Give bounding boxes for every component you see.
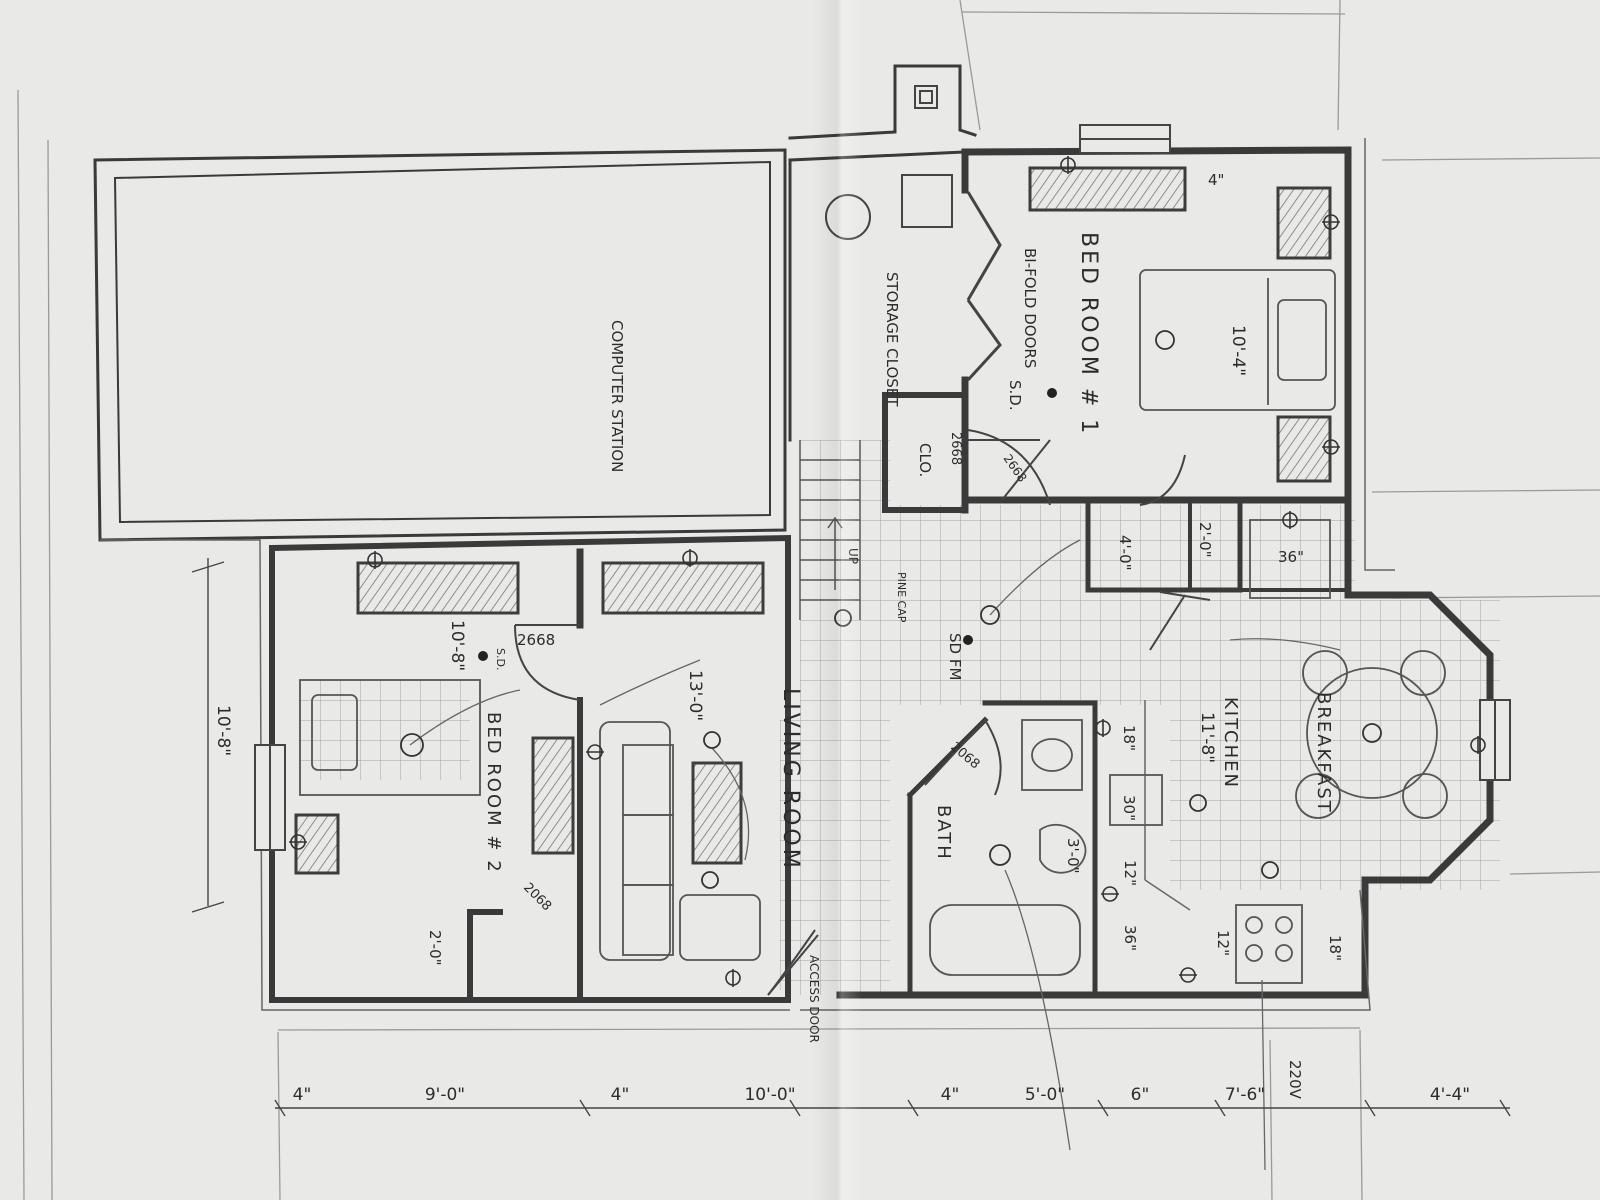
sheet-guides <box>17 0 1600 1200</box>
bottom-dimension-label: 4" <box>611 1085 630 1105</box>
dim-kitchen-size: 11'-8" <box>1197 712 1217 763</box>
label-door-2668-a: 2668 <box>517 631 555 649</box>
smoke-detector-icon <box>963 635 973 645</box>
outlet-icon <box>367 551 383 569</box>
outlet-icon <box>1060 156 1076 174</box>
label-voltage: 220V <box>1286 1060 1304 1100</box>
ceiling-light-icon <box>1189 794 1207 812</box>
bottom-dimension-label: 9'-0" <box>425 1085 465 1105</box>
outlet-icon <box>289 834 307 850</box>
bottom-dimension-label: 4" <box>941 1085 960 1105</box>
walls <box>93 64 1494 1003</box>
dim-36-b: 36" <box>1121 925 1139 951</box>
bottom-dimension-label: 5'-0" <box>1025 1085 1065 1105</box>
ceiling-light-icon <box>1261 861 1279 879</box>
label-door-2068-a: 2068 <box>520 880 554 914</box>
smoke-detector-icon <box>478 651 488 661</box>
ceiling-light-icon <box>989 844 1011 866</box>
room-label-bedroom-2: BED ROOM # 2 <box>483 712 504 874</box>
outlet-icon <box>1101 886 1119 902</box>
stairs <box>799 440 861 620</box>
room-label-bath: BATH <box>933 805 954 861</box>
bottom-dimension-label: 7'-6" <box>1225 1085 1265 1105</box>
ceiling-light-icons <box>400 330 1382 889</box>
ceiling-light-icon <box>400 733 424 757</box>
dim-living-depth: 13'-0" <box>685 670 705 721</box>
dim-12-a: 12" <box>1121 860 1139 886</box>
dim-closet-4-0: 4'-0" <box>1116 535 1134 571</box>
smoke-detector-icon <box>1047 388 1057 398</box>
chimney <box>825 85 953 240</box>
label-bifold-doors: BI-FOLD DOORS <box>1021 248 1039 368</box>
bottom-dimension-label: 4'-4" <box>1430 1085 1470 1105</box>
outlet-icons <box>289 156 1486 987</box>
dim-12-b: 12" <box>1214 930 1232 956</box>
room-label-storage-closet: STORAGE CLOSET <box>883 272 901 407</box>
label-door-2668-c: 2668 <box>1001 452 1030 485</box>
label-access-door: ACCESS DOOR <box>807 955 821 1043</box>
label-stairs-up: UP <box>846 548 860 564</box>
dim-18-b: 18" <box>1326 935 1344 961</box>
outlet-icon <box>586 744 604 760</box>
outlet-icon <box>1470 736 1486 754</box>
windows <box>254 124 1511 851</box>
ceiling-light-icon <box>980 605 1000 625</box>
dim-wall-4: 4" <box>1208 171 1224 189</box>
bottom-dimension-label: 6" <box>1131 1085 1150 1105</box>
outlet-icon <box>1282 511 1298 529</box>
dim-bedroom2-depth: 10'-8" <box>447 620 467 671</box>
bottom-dimension-label: 4" <box>293 1085 312 1105</box>
outlet-icon <box>1179 967 1197 983</box>
dim-30: 30" <box>1120 795 1138 821</box>
outlet-icon <box>682 549 698 567</box>
furniture-outline <box>299 269 1448 984</box>
ceiling-light-icon <box>703 731 721 749</box>
room-label-bedroom-1: BED ROOM # 1 <box>1076 232 1101 436</box>
bottom-dimensions: 4" 9'-0" 4" 10'-0" 4" 5'-0" 6" 7'-6" 4'-4" <box>293 1085 1470 1105</box>
dim-left-height: 10'-8" <box>213 705 233 756</box>
dim-closet-2-0: 2'-0" <box>1196 522 1214 558</box>
ceiling-light-icon <box>701 871 719 889</box>
label-smoke-detector-fm: SD FM <box>946 633 964 680</box>
smoke-detector-icons <box>478 388 1057 661</box>
label-smoke-detector-1: S.D. <box>1006 380 1024 411</box>
label-door-2668-b: 2668 <box>948 432 963 465</box>
label-smoke-detector-2: S.D. <box>494 648 507 670</box>
room-label-closet: CLO. <box>916 443 934 477</box>
room-label-computer-station: COMPUTER STATION <box>608 320 626 472</box>
outlet-icon <box>725 969 741 987</box>
label-pine-cap: PINE CAP <box>895 572 908 623</box>
furniture-hatched <box>294 166 1332 875</box>
outlet-icon <box>1322 439 1340 455</box>
room-label-breakfast: BREAKFAST <box>1313 692 1334 814</box>
dim-36: 36" <box>1278 548 1304 566</box>
ceiling-light-icon <box>1362 723 1382 743</box>
dim-bedroom1-width: 10'-4" <box>1228 325 1248 376</box>
ceiling-light-icon <box>1155 330 1175 350</box>
bottom-dimension-label: 10'-0" <box>744 1085 795 1105</box>
ceiling-light-icon <box>834 609 852 627</box>
dim-3-0: 3'-0" <box>1064 838 1082 874</box>
outlet-icon <box>1322 214 1340 230</box>
room-label-living-room: LIVING ROOM <box>778 688 803 871</box>
wiring <box>409 539 1341 1171</box>
dimension-lines <box>191 558 1511 1117</box>
dim-closet2-2-0: 2'-0" <box>426 930 444 966</box>
dim-18: 18" <box>1120 725 1138 751</box>
room-label-kitchen: KITCHEN <box>1220 697 1241 789</box>
outlet-icon <box>1095 719 1111 737</box>
door-swings <box>514 191 1211 996</box>
